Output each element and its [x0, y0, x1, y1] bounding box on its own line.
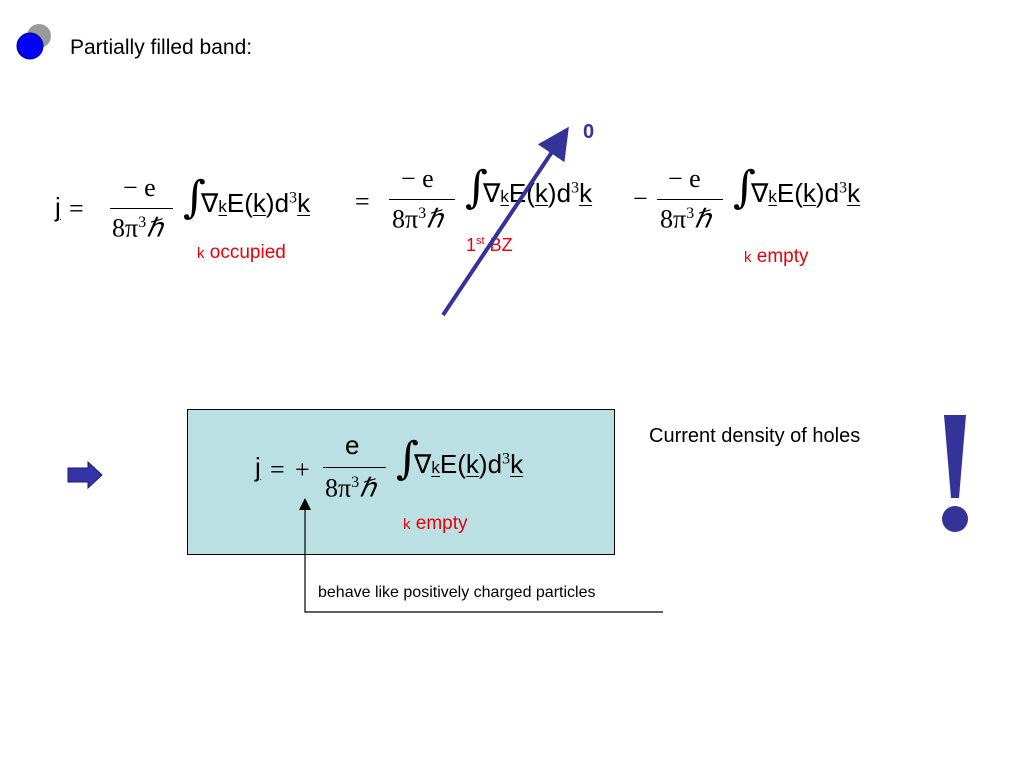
j-symbol: j: [55, 192, 61, 222]
equation-3: − e 8π3ℏ ∫ ∇kE(k)d3k: [655, 160, 915, 260]
equation-2: − e 8π3ℏ ∫ ∇kE(k)d3k −: [385, 160, 655, 260]
fraction-numerator: − e: [668, 164, 701, 193]
annotation-text: behave like positively charged particles: [318, 584, 596, 601]
j-symbol: j: [255, 452, 261, 482]
crossout-label: 0: [583, 121, 595, 143]
integrand: ∇kE(k)d3k: [751, 178, 861, 208]
integral-sign: ∫: [465, 162, 488, 213]
equals-sign-2: =: [355, 187, 370, 216]
fraction-denominator: 8π3ℏ: [325, 473, 376, 503]
fraction-denominator: 8π3ℏ: [660, 204, 711, 234]
exclamation-icon: !: [935, 413, 975, 535]
plus-sign: +: [295, 455, 310, 484]
crossout-arrow: [430, 120, 580, 330]
right-arrow-icon: [66, 460, 106, 490]
box-limit-k-empty: k empty: [403, 513, 468, 534]
bullet-circle-icon: [13, 20, 55, 62]
integral-sign: ∫: [733, 162, 756, 213]
integral-sign: ∫: [183, 172, 206, 223]
equals-sign: =: [69, 194, 84, 223]
current-density-label: Current density of holes: [649, 425, 861, 447]
equals-sign: =: [270, 455, 285, 484]
equation-1: j = − e 8π3ℏ ∫ ∇kE(k)d3k: [55, 170, 385, 270]
limit-k-empty: k empty: [744, 246, 809, 267]
slide-title: Partially filled band:: [70, 36, 253, 59]
fraction-denominator: 8π3ℏ: [112, 213, 163, 243]
annotation-arrow: [295, 490, 675, 620]
integrand: ∇kE(k)d3k: [201, 188, 311, 218]
fraction-numerator: − e: [123, 173, 156, 202]
fraction-numerator: − e: [401, 164, 434, 193]
limit-k-occupied: k occupied: [197, 242, 286, 263]
minus-sign: −: [633, 184, 648, 213]
fraction-denominator: 8π3ℏ: [392, 204, 443, 234]
integrand: ∇kE(k)d3k: [483, 178, 593, 208]
fraction-numerator: e: [345, 430, 360, 460]
integrand: ∇kE(k)d3k: [414, 449, 524, 479]
result-box: [187, 409, 615, 555]
integral-sign: ∫: [396, 433, 419, 484]
box-equation: j = + e 8π3ℏ ∫ ∇kE(k)d3k: [255, 425, 585, 535]
